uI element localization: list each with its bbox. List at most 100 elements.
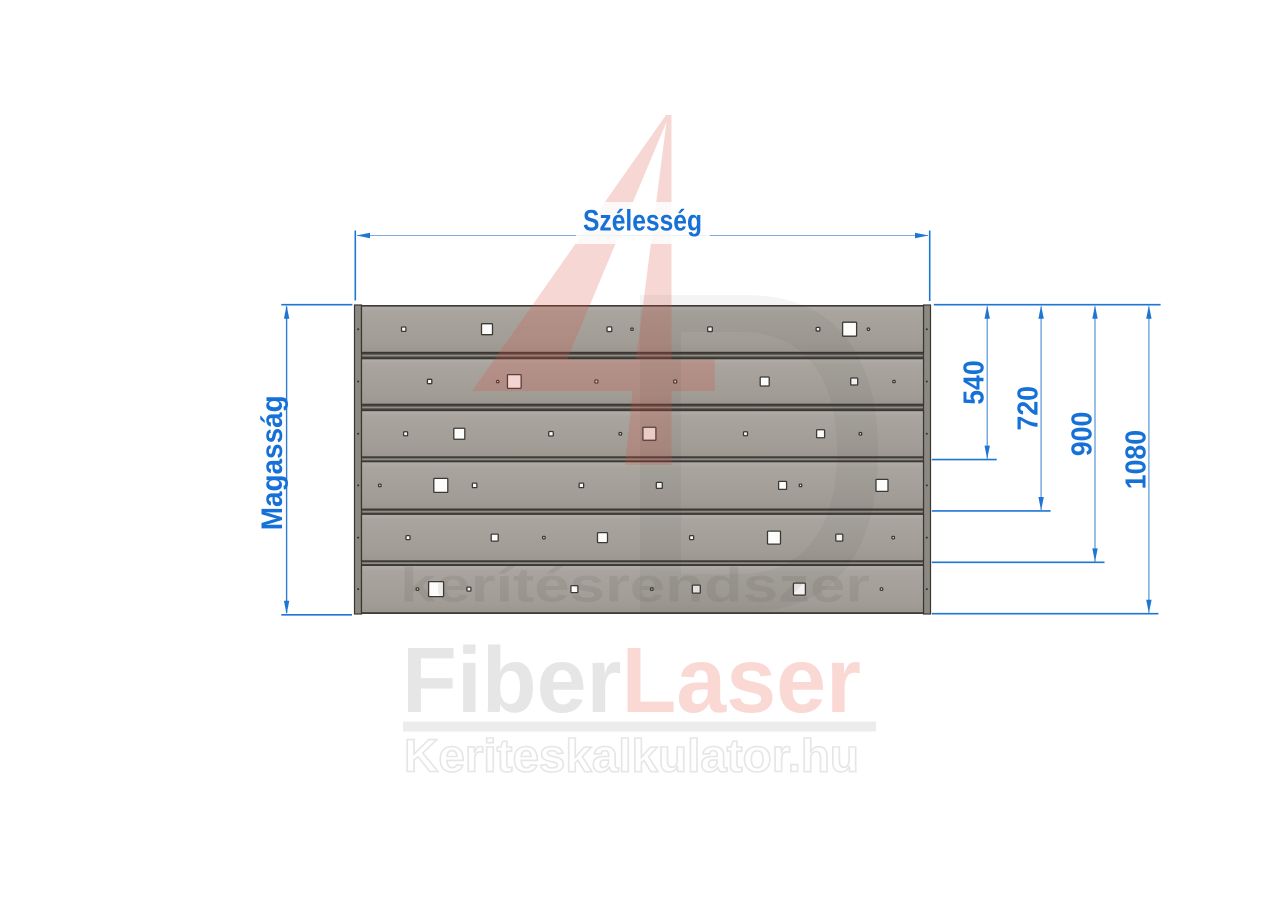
- arrow-down-icon: [984, 445, 990, 460]
- board-hole: [792, 582, 807, 596]
- fence-board: [360, 461, 925, 510]
- board-hole: [691, 584, 701, 594]
- board-hole: [426, 378, 433, 385]
- board-hole: [400, 326, 407, 333]
- arrow-up-icon: [1092, 305, 1098, 319]
- right-dimension-label: 1080: [1120, 430, 1152, 489]
- board-hole: [815, 429, 826, 439]
- board-hole: [892, 379, 896, 384]
- right-dimensions: 540 720 900 1080: [931, 303, 1161, 615]
- board-hole: [596, 531, 609, 544]
- board-hole: [377, 483, 382, 488]
- watermark-4d-logo: kerítésrendszer: [400, 115, 878, 613]
- board-hole: [548, 430, 554, 437]
- right-dimension-label: 720: [1013, 386, 1045, 430]
- arrow-down-icon: [1146, 599, 1152, 614]
- board-hole: [777, 480, 788, 491]
- arrow-down-icon: [1038, 496, 1044, 511]
- board-hole: [506, 373, 522, 389]
- fence-board: [360, 564, 925, 614]
- width-dimension-label: Szélesség: [583, 205, 702, 238]
- right-dimension-label: 540: [959, 360, 991, 404]
- board-hole: [542, 535, 546, 540]
- edge-rivet-dot: [925, 432, 928, 435]
- board-hole: [453, 427, 466, 440]
- board-hole: [433, 477, 449, 494]
- panel-left-edge-strip: [353, 304, 363, 615]
- board-hole: [466, 586, 472, 592]
- height-dimension-label: Magasság: [256, 395, 289, 530]
- right-dimension: 720: [931, 305, 1051, 512]
- board-hole: [495, 379, 500, 384]
- arrow-up-icon: [984, 305, 990, 319]
- arrow-right-icon: [915, 232, 929, 239]
- board-hole: [688, 534, 695, 541]
- board-hole: [471, 482, 478, 489]
- arrow-left-icon: [356, 232, 370, 239]
- right-dimension: 1080: [931, 305, 1159, 615]
- board-hole: [879, 587, 884, 591]
- board-hole: [415, 587, 420, 591]
- edge-rivet-dot: [925, 484, 928, 487]
- edge-rivet-dot: [357, 536, 360, 539]
- edge-rivet-dot: [357, 328, 360, 331]
- board-hole: [655, 481, 663, 490]
- right-dimension: 540: [931, 305, 997, 461]
- watermark-letter-d-icon: [640, 295, 878, 612]
- arrow-down-icon: [1092, 548, 1098, 562]
- board-hole: [850, 377, 859, 386]
- board-hole: [673, 379, 678, 384]
- watermark-number-4-icon: [472, 115, 715, 465]
- edge-rivet-dot: [357, 588, 360, 591]
- board-hole: [405, 534, 411, 541]
- edge-rivet-dot: [357, 484, 360, 487]
- edge-rivet-dot: [925, 380, 928, 383]
- board-hole: [742, 431, 749, 437]
- board-hole: [490, 533, 499, 542]
- board-hole: [427, 580, 445, 598]
- arrow-up-icon: [283, 305, 290, 319]
- fence-board: [360, 513, 925, 562]
- fence-board: [360, 305, 925, 354]
- board-hole: [630, 327, 634, 331]
- width-label-halo: [576, 202, 710, 244]
- board-hole: [480, 323, 494, 336]
- edge-rivet-dot: [925, 328, 928, 331]
- board-hole: [835, 533, 844, 542]
- arrow-up-icon: [1038, 305, 1044, 319]
- panel-right-edge-strip: [922, 304, 932, 615]
- edge-rivet-dot: [925, 536, 928, 539]
- board-hole: [815, 326, 821, 332]
- arrow-down-icon: [283, 600, 290, 615]
- logo-laser-text: Laser: [621, 628, 861, 732]
- right-dimension-label: 900: [1067, 412, 1099, 456]
- board-hole: [858, 431, 863, 436]
- board-hole: [606, 326, 613, 333]
- width-dimension: Szélesség: [354, 202, 931, 301]
- fence-panel: [353, 304, 932, 615]
- watermark-brand-text: kerítésrendszer: [400, 560, 870, 613]
- board-hole: [594, 379, 599, 384]
- board-hole: [642, 426, 657, 441]
- right-dimension: 900: [931, 305, 1105, 564]
- board-hole: [578, 482, 585, 489]
- logo-divider-bar: [403, 721, 876, 732]
- edge-rivet-dot: [925, 588, 928, 591]
- fiberlaser-wordmark: FiberLaser: [402, 628, 861, 732]
- board-hole: [866, 327, 871, 331]
- dimension-annotations: Szélesség Magasság 540 720 900 1080: [256, 202, 1161, 616]
- board-hole: [707, 326, 714, 333]
- edge-rivet-dot: [357, 432, 360, 435]
- board-hole: [875, 478, 889, 493]
- logo-fiber-text: Fiber: [402, 628, 621, 732]
- edge-rivet-dot: [357, 380, 360, 383]
- board-hole: [570, 584, 579, 594]
- board-hole: [766, 530, 782, 545]
- arrow-up-icon: [1146, 305, 1152, 319]
- board-hole: [841, 321, 858, 337]
- height-dimension: Magasság: [256, 303, 353, 616]
- board-hole: [798, 483, 803, 488]
- fiberlaser-logo: FiberLaser Keriteskalkulator.hu: [402, 628, 876, 782]
